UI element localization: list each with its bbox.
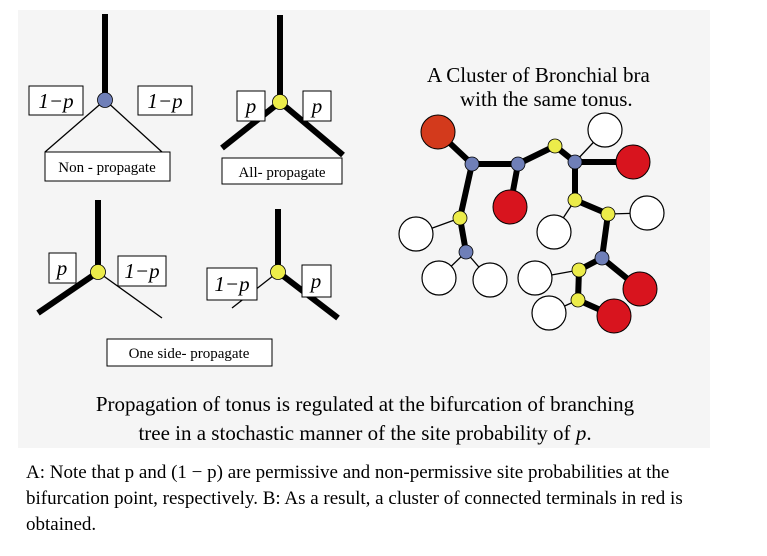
bifurcation-node-yellow [567,192,583,208]
open-terminal-node [472,262,508,298]
all-propagate-label: All- propagate [238,165,325,181]
prob-label-p: p [310,94,323,118]
caption-line2-var: p [574,421,587,445]
prob-box [236,90,266,122]
red-terminal-node [596,298,632,334]
footnote-text: A: Note that p and (1 − p) are permissiv… [26,462,683,535]
red-terminal-node [492,189,528,225]
bifurcation-node-yellow [270,264,286,280]
blocked-branch-right [97,271,163,319]
blocked-branch-right [104,99,163,153]
prob-box [206,267,258,301]
child-branch-right [278,99,345,158]
red-terminals [420,114,658,334]
one-side-propagate-label: One side- propagate [129,346,250,362]
one-side-propagate-pattern-b: 1−p p [206,209,340,321]
bifurcation-node-blue [97,92,113,108]
open-terminal-node [629,195,665,231]
open-terminal-node [536,214,572,250]
open-terminal-node [531,295,567,331]
one-side-propagate-pattern-a: p 1−p [36,200,167,319]
bifurcation-node-yellow [571,262,587,278]
cluster-tree [398,112,665,334]
prob-label-p: p [55,256,68,280]
figure-footnote: A: Note that p and (1 − p) are permissiv… [26,460,726,538]
cluster-title-line2: with the same tonus. [460,87,633,111]
pattern-label-box [221,157,343,185]
prob-label-p: p [244,94,257,118]
pattern-label-box [44,151,171,182]
child-branch-left [220,99,282,151]
open-terminal-node [587,112,623,148]
prob-box [302,90,332,122]
bifurcation-node-blue [510,156,526,172]
bifurcation-node-yellow [570,292,586,308]
bifurcation-node-blue [458,244,474,260]
bifurcation-nodes [452,138,616,308]
bifurcation-node-yellow [272,94,288,110]
open-terminals [398,112,665,331]
prob-box [48,252,77,284]
bifurcation-node-yellow [600,206,616,222]
prob-box [137,85,193,116]
red-terminal-node [615,144,651,180]
caption-line2: tree in a stochastic manner of the site … [138,421,591,445]
open-terminal-node [421,260,457,296]
prob-box [301,264,332,298]
non-propagate-label: Non - propagate [58,160,156,176]
prob-box [28,85,84,116]
red-terminal-node [622,271,658,307]
red-terminal-node [420,114,456,150]
open-terminal-node [517,260,553,296]
non-propagate-pattern: 1−p 1−p Non - propagate [28,14,193,182]
figure-panel [18,10,710,448]
bifurcation-node-yellow [452,210,468,226]
prob-box [117,255,167,287]
blocked-branch-left [44,99,106,153]
open-terminal-node [398,216,434,252]
cluster-title-line1: A Cluster of Bronchial bra [427,63,650,87]
prob-label-one-minus-p: 1−p [38,89,73,113]
bifurcation-node-yellow [547,138,563,154]
prob-label-one-minus-p: 1−p [214,272,249,296]
all-propagate-pattern: p p All- propagate [220,15,345,185]
caption-line2-suffix: . [586,421,591,445]
caption-line2-prefix: tree in a stochastic manner of the site … [138,421,575,445]
prob-label-p: p [309,269,322,293]
prob-label-one-minus-p: 1−p [147,89,182,113]
child-branch-left [36,269,100,316]
caption-line1: Propagation of tonus is regulated at the… [96,392,635,416]
bifurcation-node-blue [567,154,583,170]
bifurcation-node-yellow [90,264,106,280]
prob-label-one-minus-p: 1−p [124,259,159,283]
bifurcation-node-blue [594,250,610,266]
pattern-label-box [106,338,273,367]
bifurcation-node-blue [464,156,480,172]
